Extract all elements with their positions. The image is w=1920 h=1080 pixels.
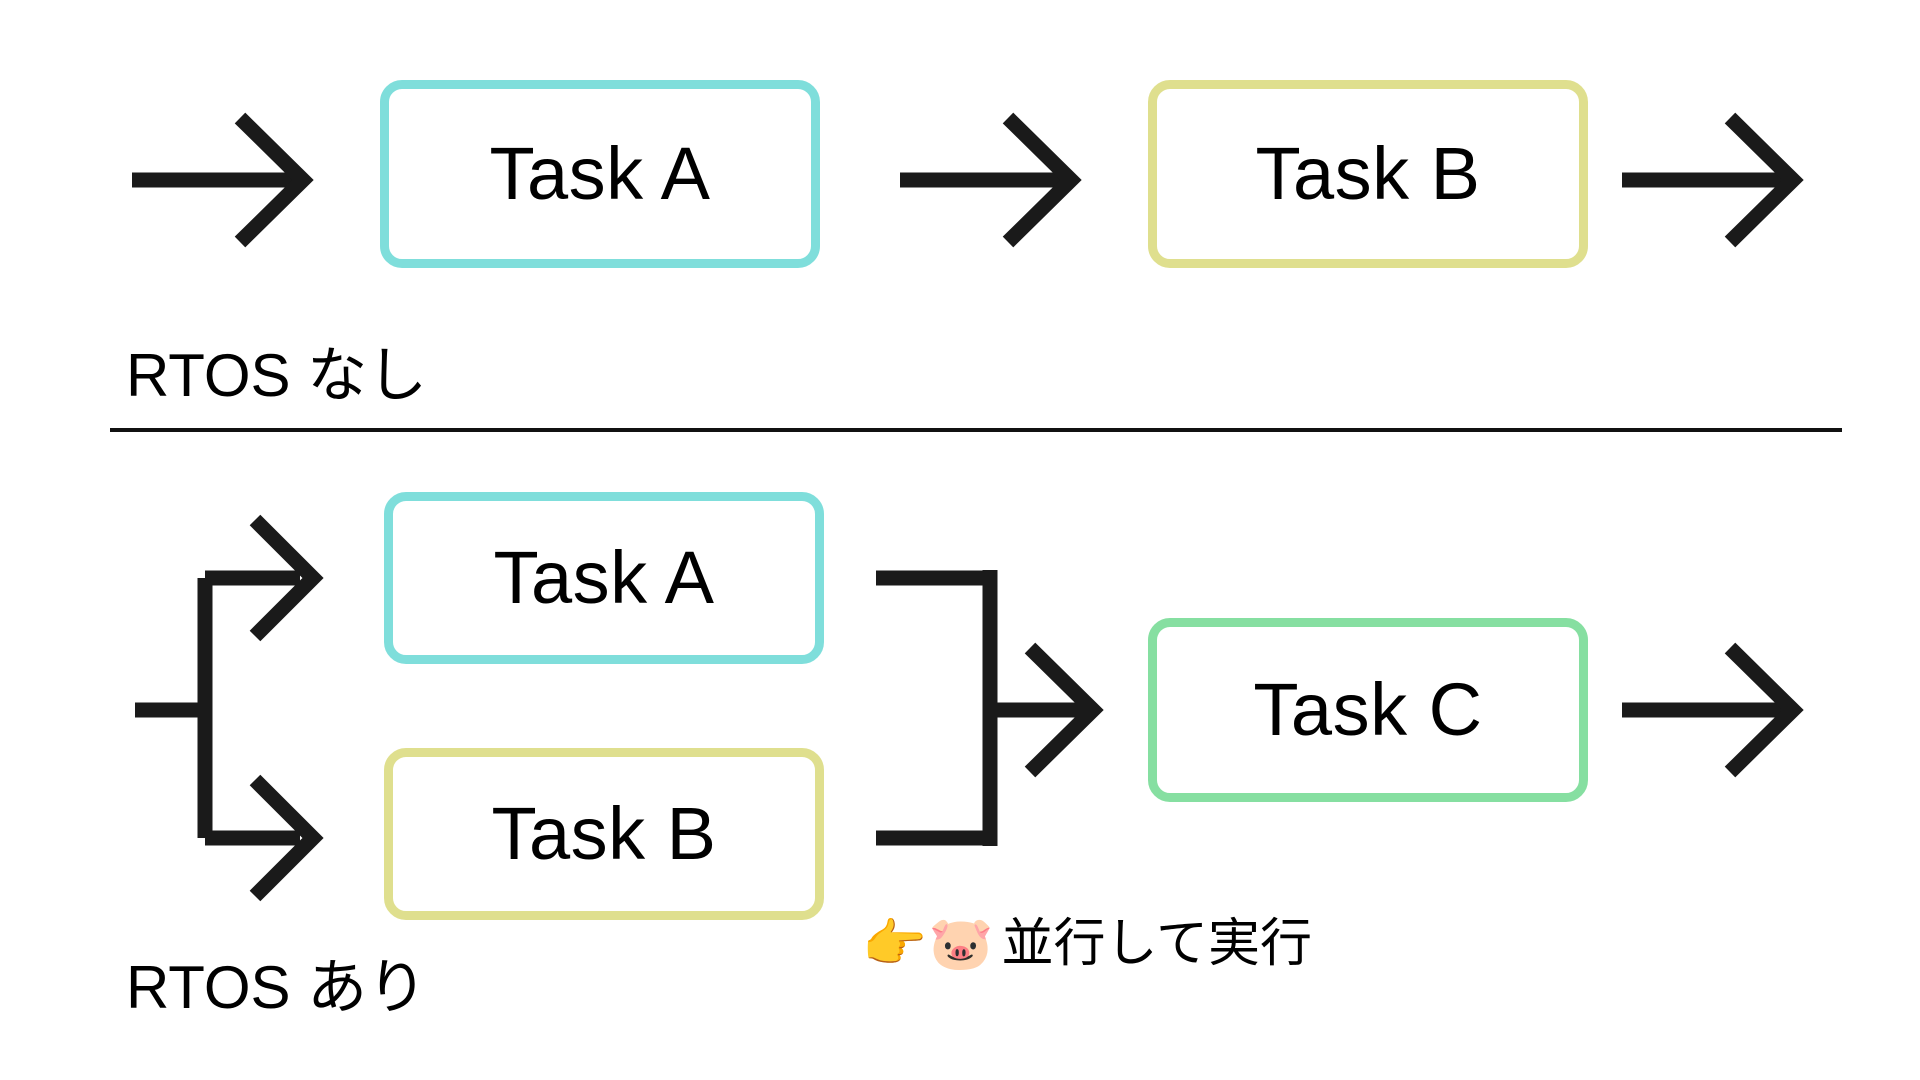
arrow-right-icon-fork-lower: [249, 774, 324, 902]
task-box-bottom-task-a[interactable]: Task A: [384, 492, 824, 664]
task-box-top-task-b[interactable]: Task B: [1148, 80, 1588, 268]
arrow-right-icon-bottom-out: [1622, 642, 1804, 778]
task-box-label: Task A: [493, 536, 715, 619]
pig-face-icon: 🐷: [928, 915, 994, 973]
pointing-hand-icon: 👉: [862, 915, 927, 973]
arrow-right-icon-top-out: [1622, 112, 1804, 248]
task-box-label: Task C: [1253, 668, 1483, 751]
task-box-label: Task B: [491, 792, 717, 875]
section-label-with-rtos: RTOS あり: [126, 954, 428, 1021]
arrow-right-icon-fork-upper: [249, 514, 324, 642]
annotation-label: 並行して実行: [1001, 915, 1312, 973]
section-label-without-rtos: RTOS なし: [126, 342, 428, 409]
fork-bracket-icon: [135, 570, 300, 846]
task-box-label: Task B: [1255, 132, 1481, 215]
parallel-execution-annotation: 👉 🐷 並行して実行: [862, 918, 1312, 970]
arrow-right-icon-top-in: [132, 112, 314, 248]
join-bracket-icon: [876, 570, 998, 846]
task-box-label: Task A: [489, 132, 711, 215]
task-box-top-task-a[interactable]: Task A: [380, 80, 820, 268]
arrow-right-icon-to-task-c: [990, 642, 1104, 778]
task-box-bottom-task-b[interactable]: Task B: [384, 748, 824, 920]
task-box-bottom-task-c[interactable]: Task C: [1148, 618, 1588, 802]
arrow-right-icon-top-mid: [900, 112, 1082, 248]
section-divider: [110, 428, 1842, 432]
